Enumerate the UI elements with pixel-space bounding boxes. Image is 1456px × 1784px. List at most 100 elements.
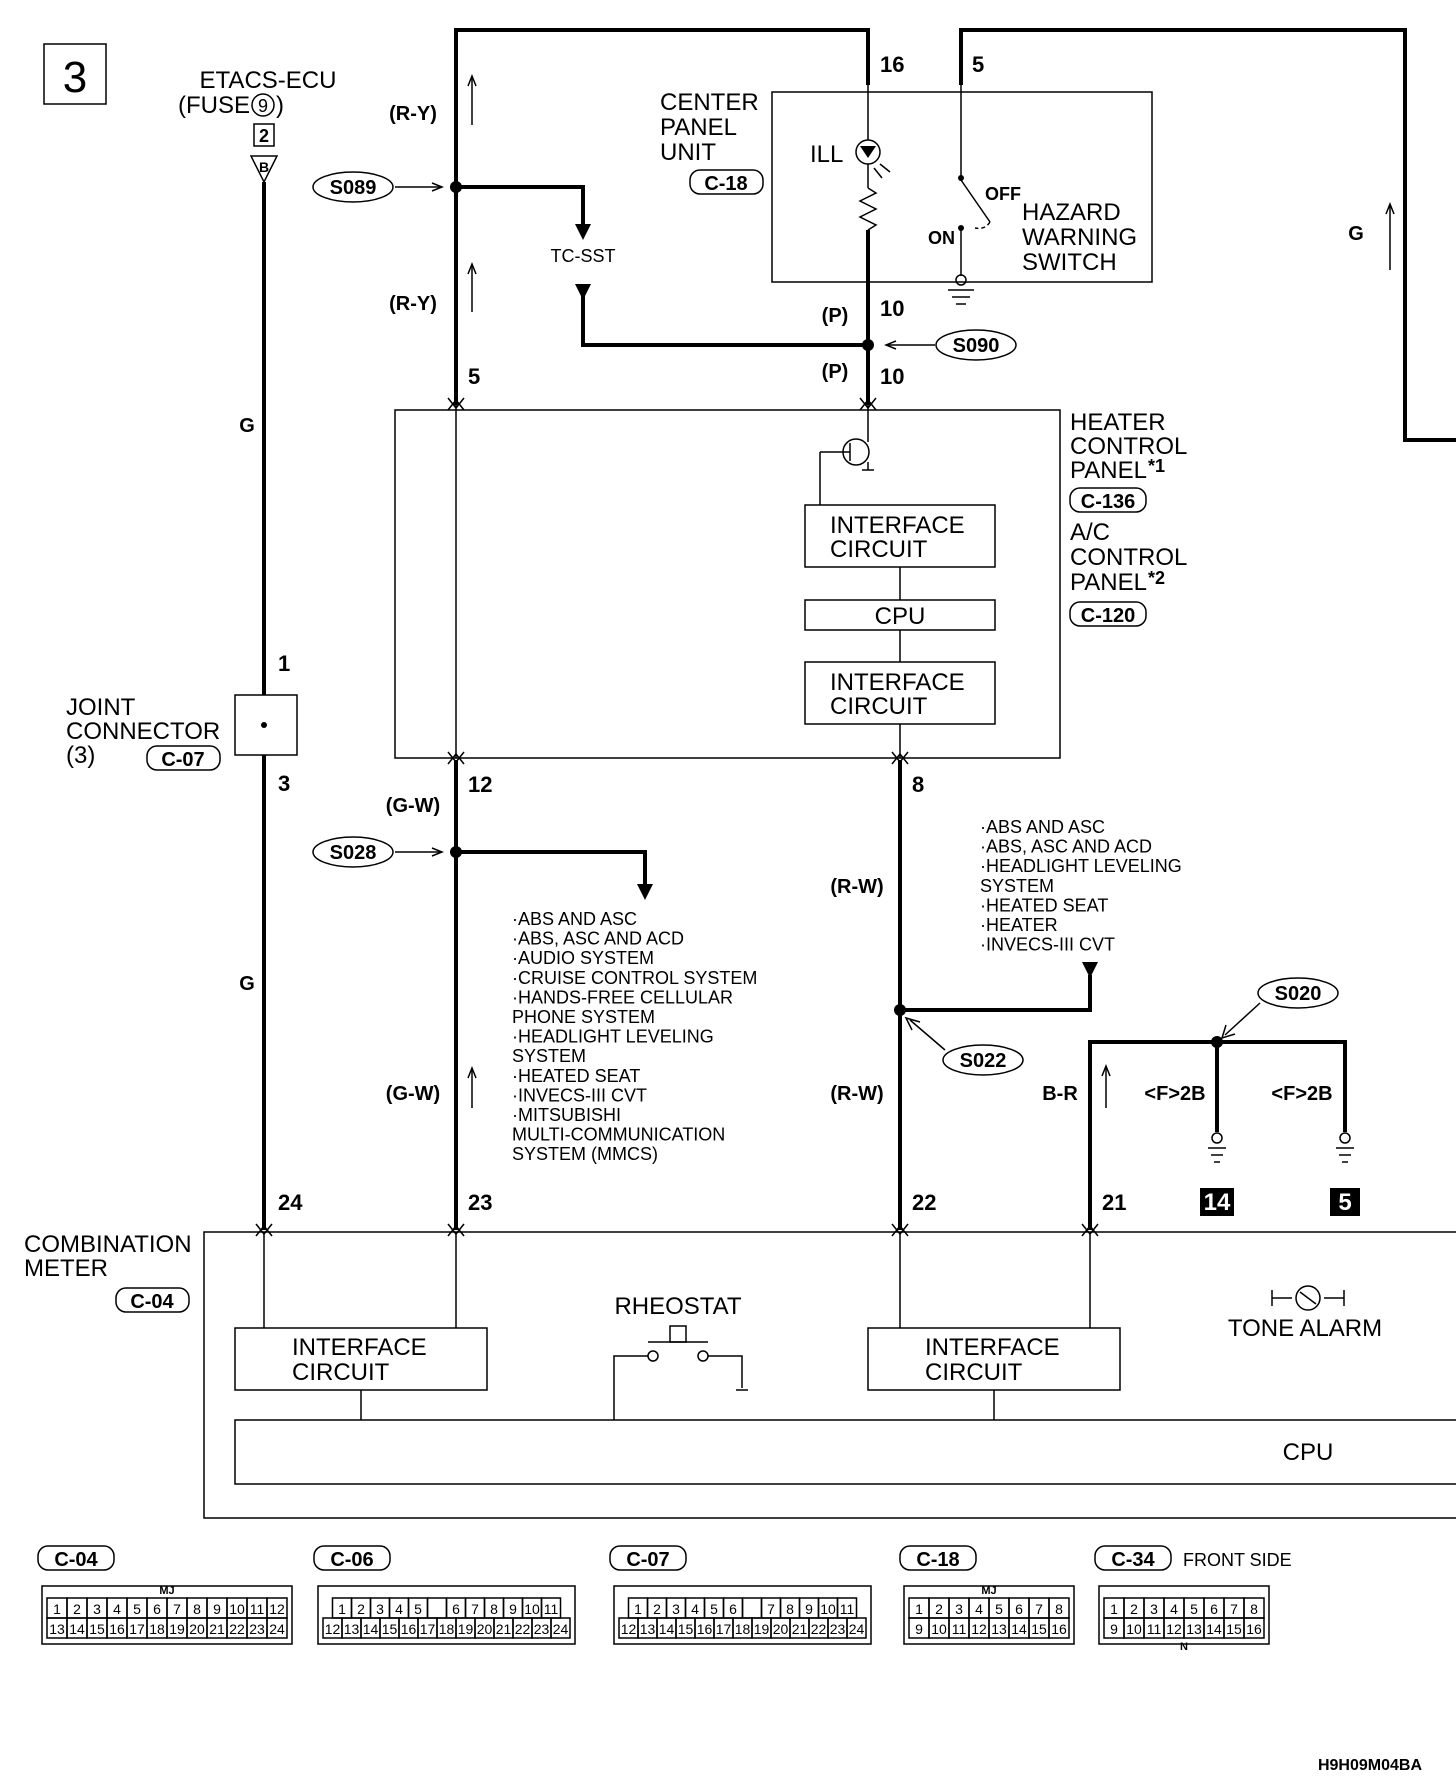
wire-ry-top [454,28,870,405]
connector-pin-number: 7 [767,1601,775,1617]
arrow-up-gw-head [467,1065,477,1079]
meter-if-left-1: INTERFACE [292,1334,427,1361]
meter-if-right-2: CIRCUIT [925,1359,1023,1386]
page-number: 3 [63,53,87,102]
heater-panel-label-1: HEATER [1070,409,1166,436]
connector-pin-number: 15 [1226,1621,1242,1637]
splice-s022: S022 [960,1050,1007,1072]
connector-pin-number: 18 [439,1621,455,1637]
splice-s089: S089 [330,177,377,199]
ground-5-circle [1339,1132,1351,1144]
connector-pin-number: 17 [129,1621,145,1637]
etacs-connector-triangle [249,155,279,184]
connector-pin-number: 5 [995,1601,1003,1617]
gw-branch-arrow [637,884,653,900]
system-list-item: SYSTEM [512,1046,586,1066]
connector-pin-cell [741,1597,763,1619]
connector-view-tag [609,1545,687,1571]
wire-rw-branch [900,975,1092,1012]
connector-pin-number: 10 [931,1621,947,1637]
system-list-item: ·ABS AND ASC [512,909,637,929]
heater-if-top-2: CIRCUIT [830,536,928,563]
heater-cpu-label: CPU [875,603,926,630]
combination-meter-connector-tag [115,1287,190,1313]
arrow-up-g-right-head [1385,201,1395,215]
splice-s090: S090 [953,335,1000,357]
tc-sst-label: TC-SST [551,246,616,266]
diagram-code: H9H09M04BA [1318,1757,1422,1774]
heater-if-top-1: INTERFACE [830,512,965,539]
system-list-item: ·ABS AND ASC [980,817,1105,837]
connector-pin-number: 10 [1126,1621,1142,1637]
connector-pin-number: 7 [471,1601,479,1617]
system-list-item: ·HEATED SEAT [512,1066,640,1086]
pin-1: 1 [278,651,290,676]
splice-s020-tag [1257,977,1339,1009]
connector-view-tag [313,1545,391,1571]
center-panel-label-1: CENTER [660,89,759,116]
hazard-switch-dash [974,221,991,230]
joint-connector-box [234,694,298,756]
meter-cpu-label: CPU [1283,1439,1334,1466]
connector-pin-cell [1243,1617,1265,1639]
connector-pin-number: 4 [395,1601,403,1617]
connector-pin-number: 20 [773,1621,789,1637]
connector-pin-number: 15 [89,1621,105,1637]
system-list-item: ·ABS, ASC AND ACD [512,929,684,949]
connector-pin-number: 16 [1051,1621,1067,1637]
connector-pin-number: 4 [691,1601,699,1617]
connector-pin-number: 22 [229,1621,245,1637]
connector-pin-number: 16 [401,1621,417,1637]
connector-pin-number: 7 [1035,1601,1043,1617]
splice-s022-tag [942,1044,1024,1076]
connector-pin-number: 18 [149,1621,165,1637]
connector-pin-number: 13 [1186,1621,1202,1637]
connector-pin-number: 12 [1166,1621,1182,1637]
splice-s090-pointer-head [883,340,897,350]
system-list-item: ·HANDS-FREE CELLULAR [512,987,733,1007]
connector-pin-number: 4 [975,1601,983,1617]
combination-meter-connector: C-04 [130,1291,174,1313]
wire-p-branch [581,290,868,347]
connector-pin-number: 20 [477,1621,493,1637]
hazard-switch-off-contact [958,175,964,181]
connector-keyway-mark: MJ [159,1585,174,1597]
meter-cpu-box [234,1419,1456,1485]
system-list-item: ·INVECS-III CVT [980,935,1115,955]
arrow-up-br-head [1101,1063,1111,1077]
connector-pin-number: 23 [830,1621,846,1637]
connector-pin-number: 1 [1110,1601,1118,1617]
wire-label-rw-lower: (R-W) [830,1083,883,1105]
heater-control-panel-box [394,409,1061,759]
tc-sst-arrow-down [575,224,591,240]
heater-panel-label-6: PANEL [1070,569,1147,596]
connector-view-tag [899,1545,977,1571]
connector-pin-number: 12 [325,1621,341,1637]
connector-pin-number: 9 [509,1601,517,1617]
rheostat-label: RHEOSTAT [614,1293,741,1320]
heater-panel-note-2: *2 [1148,568,1165,588]
connector-pin-number: 11 [250,1601,265,1617]
splice-s022-pointer-head [904,1016,921,1031]
connector-pin-number: 17 [716,1621,732,1637]
heater-panel-label-4: A/C [1070,519,1110,546]
system-list-item: ·INVECS-III CVT [512,1085,647,1105]
center-panel-label-3: UNIT [660,139,716,166]
connector-pin-number: 19 [458,1621,474,1637]
combination-meter-label-2: METER [24,1255,108,1282]
connector-pin-number: 13 [991,1621,1007,1637]
joint-connector-code: C-07 [161,749,204,771]
connector-pin-number: 8 [193,1601,201,1617]
etacs-connector-letter: B [259,159,269,175]
connector-pin-number: 18 [735,1621,751,1637]
connector-pin-cell [426,1597,448,1619]
ground-14-circle [1211,1132,1223,1144]
connector-pin-number: 5 [414,1601,422,1617]
systems-list-a: ·ABS AND ASC·ABS, ASC AND ACD·AUDIO SYST… [512,909,757,1164]
connector-view-body [1098,1585,1270,1645]
connector-pin-number: 2 [357,1601,365,1617]
pin-10-lower: 10 [880,364,904,389]
wire-label-g-right: G [1348,223,1364,245]
